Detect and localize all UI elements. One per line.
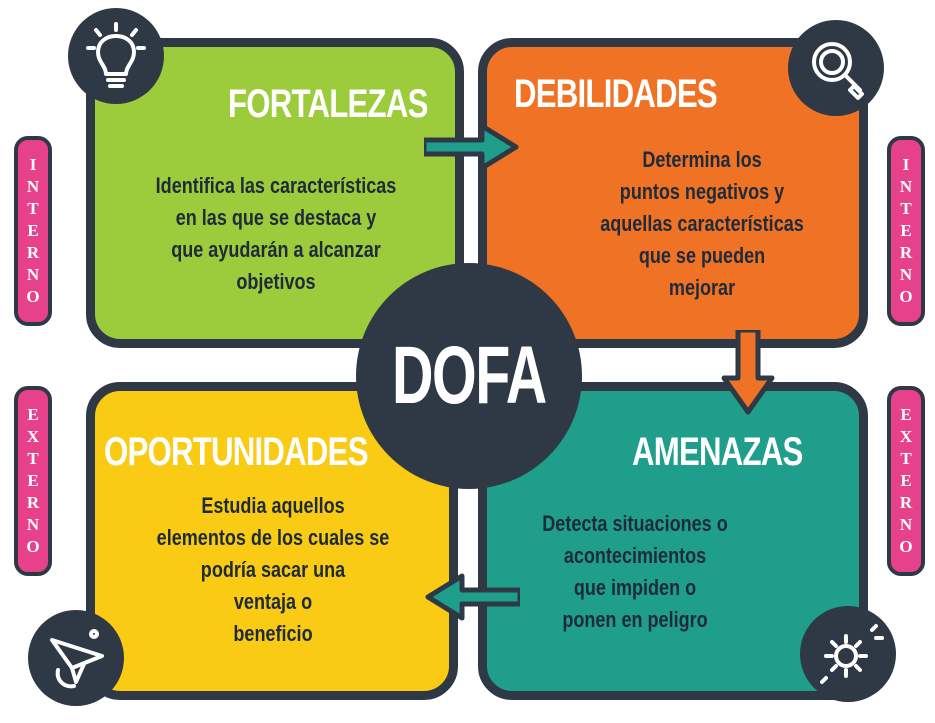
side-tag-label: EXTERNO — [899, 405, 913, 556]
debilidades-title: DEBILIDADES — [514, 72, 718, 116]
oportunidades-text: Estudia aquellos elementos de los cuales… — [156, 493, 390, 646]
arrow-right — [424, 123, 519, 171]
gear-icon — [800, 606, 896, 702]
oportunidades-title: OPORTUNIDADES — [104, 430, 369, 474]
side-tag-externo-right: EXTERNO — [887, 386, 925, 576]
arrow-down — [721, 330, 775, 415]
side-tag-interno-left: INTERNO — [14, 136, 52, 326]
center-label: DOFA — [392, 330, 547, 421]
side-tag-interno-right: INTERNO — [887, 136, 925, 326]
side-tag-label: EXTERNO — [26, 405, 40, 556]
debilidades-text: Determina los puntos negativos y aquella… — [600, 147, 804, 300]
lightbulb-icon — [68, 8, 164, 104]
side-tag-label: INTERNO — [899, 155, 913, 306]
paper-plane-icon — [28, 610, 124, 706]
amenazas-title: AMENAZAS — [632, 430, 803, 474]
magnifier-icon — [788, 20, 884, 116]
amenazas-text: Detecta situaciones o acontecimientos qu… — [542, 511, 728, 632]
fortalezas-text: Identifica las características en las qu… — [155, 173, 397, 294]
center-circle: DOFA — [356, 263, 582, 489]
side-tag-label: INTERNO — [26, 155, 40, 306]
side-tag-externo-left: EXTERNO — [14, 386, 52, 576]
arrow-left — [425, 573, 520, 621]
fortalezas-title: FORTALEZAS — [228, 82, 428, 126]
